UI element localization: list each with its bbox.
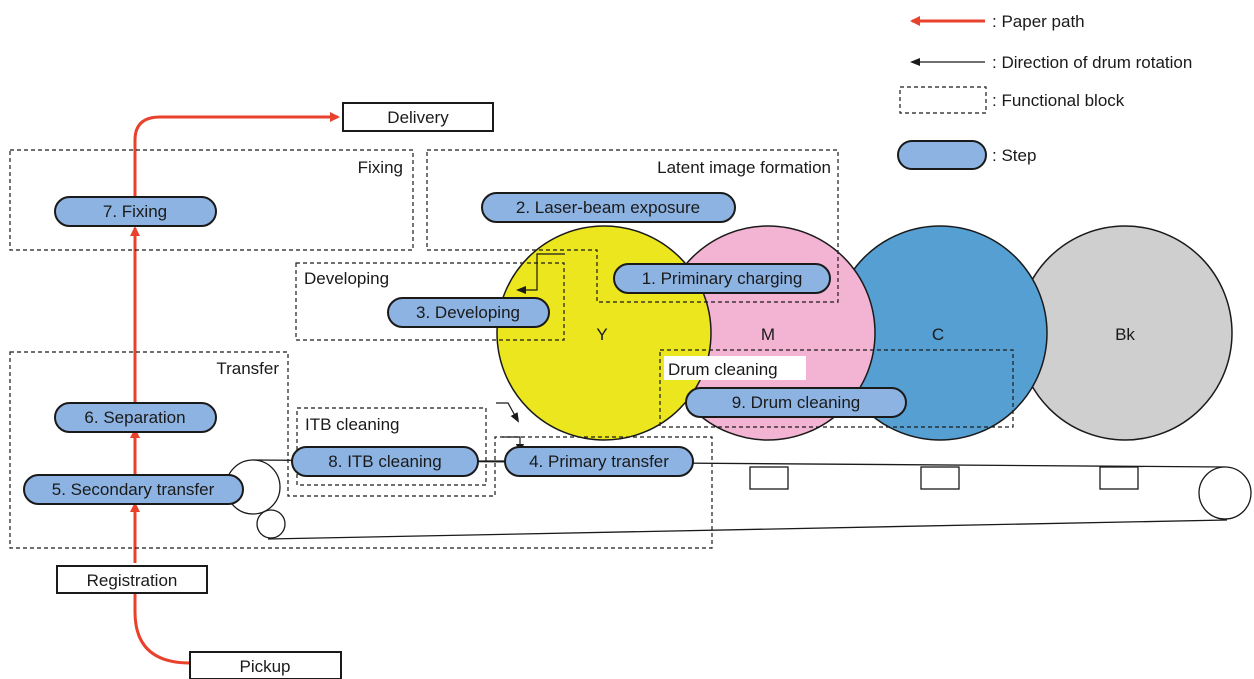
drum-bk-label: Bk: [1115, 325, 1135, 344]
paper-path: [130, 112, 340, 665]
legend-paper-path-label: : Paper path: [992, 12, 1085, 31]
delivery-box: [342, 102, 494, 132]
primary-transfer-rollers: [749, 466, 1139, 490]
step-1-pill: [613, 263, 831, 294]
legend-step-label: : Step: [992, 146, 1036, 165]
step-6-pill: [54, 402, 217, 433]
block-latent-image-formation: [426, 149, 839, 303]
pickup-box: [189, 651, 342, 679]
legend-functional-block-label: : Functional block: [992, 91, 1125, 110]
step-8-label: 8. ITB cleaning: [328, 452, 441, 471]
block-itb-cleaning: [296, 407, 487, 486]
block-drum-cleaning: [659, 349, 1014, 428]
step-3-pill: [387, 297, 550, 328]
block-transfer-label: Transfer: [216, 359, 279, 378]
block-fixing: [9, 149, 414, 251]
step-5-pill: [23, 474, 244, 505]
step-2-label: 2. Laser-beam exposure: [516, 198, 700, 217]
legend-rotation-label: : Direction of drum rotation: [992, 53, 1192, 72]
block-itb-cleaning-label: ITB cleaning: [305, 415, 400, 434]
transfer-belt: [225, 459, 1252, 540]
block-fixing-label: Fixing: [358, 158, 403, 177]
block-latent-label: Latent image formation: [657, 158, 831, 177]
step-6-label: 6. Separation: [84, 408, 185, 427]
step-4-label: 4. Primary transfer: [529, 452, 669, 471]
drum-cleaning-label-bg: [664, 356, 806, 380]
step-7-pill: [54, 196, 217, 227]
step-2-pill: [481, 192, 736, 223]
block-developing-label: Developing: [304, 269, 389, 288]
step-3-label: 3. Developing: [416, 303, 520, 322]
delivery-label: Delivery: [387, 108, 449, 127]
block-drum-cleaning-label: Drum cleaning: [668, 360, 778, 379]
legend: : Paper path : Direction of drum rotatio…: [897, 12, 1192, 170]
drum-m-label: M: [761, 325, 775, 344]
block-transfer: [9, 351, 713, 549]
step-8-pill: [291, 446, 479, 477]
block-developing: [295, 262, 565, 341]
step-5-label: 5. Secondary transfer: [52, 480, 215, 499]
legend-step-swatch: [897, 140, 987, 170]
step-9-pill: [685, 387, 907, 418]
registration-box: [56, 565, 208, 594]
step-1-label: 1. Priminary charging: [642, 269, 803, 288]
drum-c-label: C: [932, 325, 944, 344]
step-9-label: 9. Drum cleaning: [732, 393, 861, 412]
step-7-label: 7. Fixing: [103, 202, 167, 221]
drum-y-label: Y: [596, 325, 607, 344]
step-4-pill: [504, 446, 694, 477]
registration-label: Registration: [87, 571, 178, 590]
legend-functional-block-swatch: [899, 86, 987, 114]
pickup-label: Pickup: [239, 657, 290, 676]
